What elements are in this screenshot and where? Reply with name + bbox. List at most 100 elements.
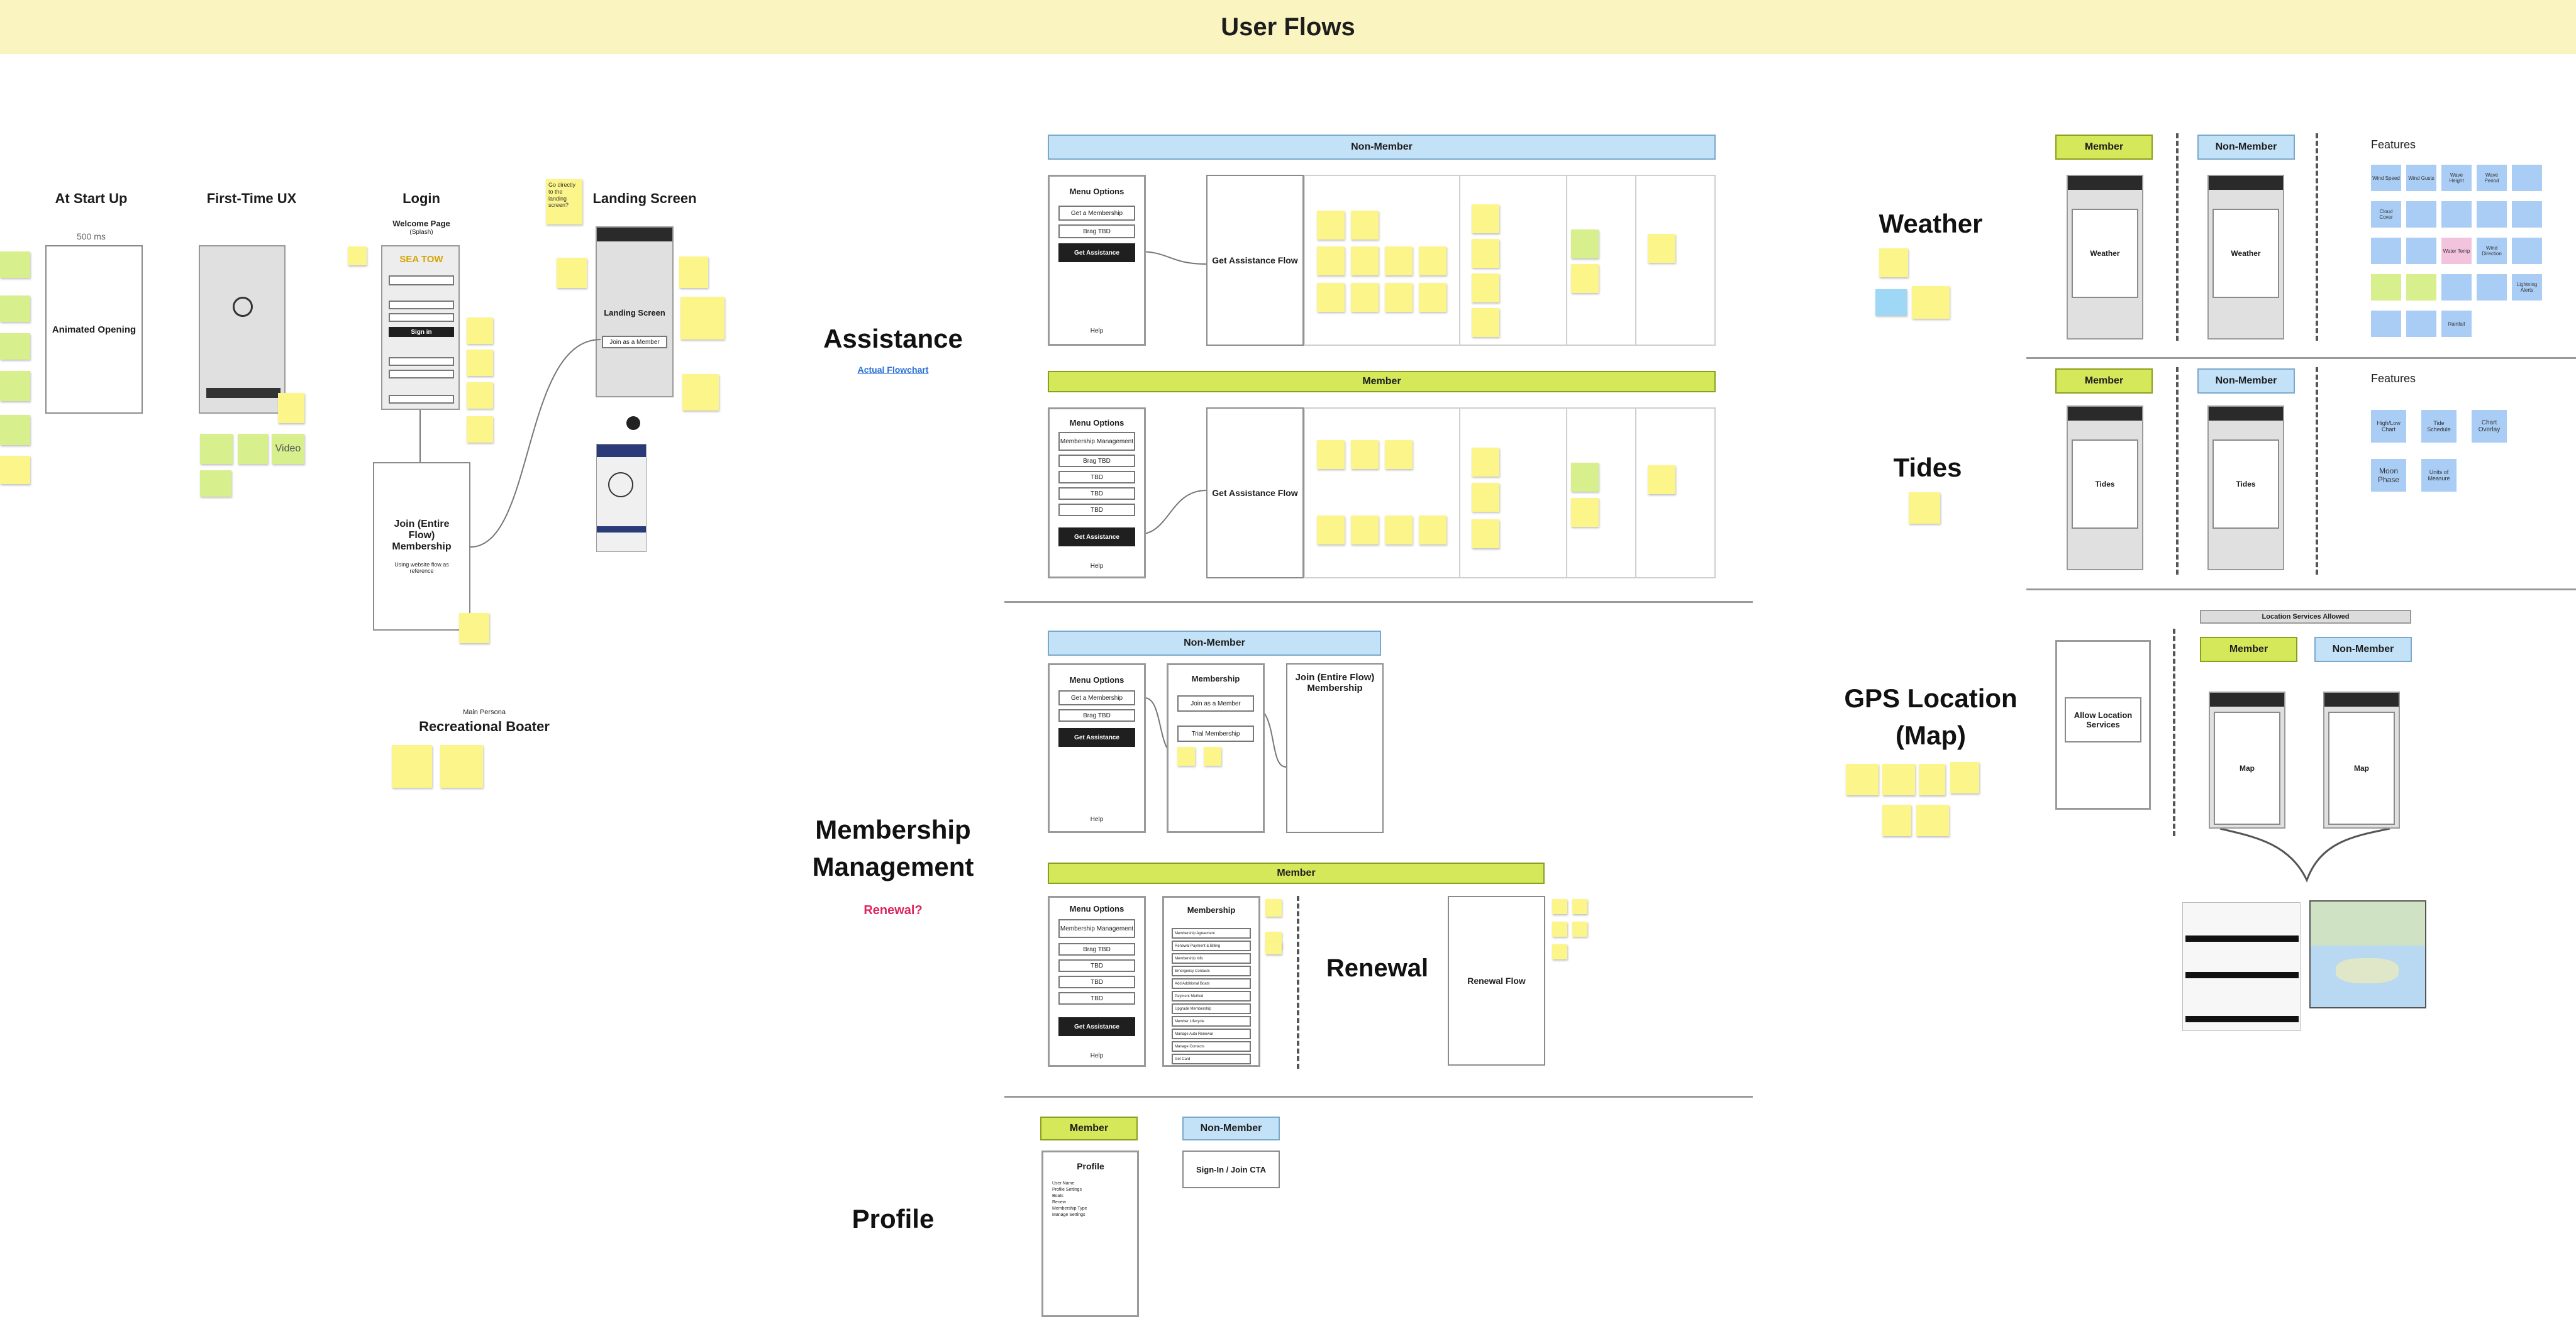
login-field[interactable] [389,275,454,285]
sticky-note [1265,899,1282,917]
membership-management-button[interactable]: Membership Management [1058,919,1135,938]
section-divider [1004,601,1753,603]
membership-member-header: Member [1048,863,1545,884]
trial-membership-button[interactable]: Trial Membership [1177,726,1254,742]
join-membership-box[interactable]: Join (Entire Flow) Membership Using webs… [373,462,470,631]
assistance-menu-member[interactable]: Menu Options Membership Management Brag … [1048,407,1146,578]
gps-title-line2: (Map) [1896,720,1966,750]
weather-nonmember-screen[interactable]: Weather [2207,175,2284,339]
feature-note: Cloud Cover [2371,201,2401,228]
help-link[interactable]: Help [1090,328,1104,334]
get-membership-button[interactable]: Get a Membership [1058,690,1135,705]
sign-in-join-cta[interactable]: Sign-In / Join CTA [1182,1151,1280,1188]
profile-list-item[interactable]: Membership Type [1052,1206,1087,1211]
membership-list-item[interactable]: Manage Auto Renewal [1172,1029,1251,1039]
renewal-flow-box[interactable]: Renewal Flow [1448,896,1545,1066]
allow-location-services[interactable]: Allow Location Services [2065,697,2141,742]
membership-list-item[interactable]: Add Additional Boats [1172,978,1251,989]
help-link[interactable]: Help [1090,816,1104,823]
tbd-button[interactable]: TBD [1058,992,1135,1005]
profile-list-item[interactable]: Boats [1052,1194,1063,1198]
map-member-screen[interactable]: Map [2209,692,2285,829]
sticky-note [200,434,233,464]
profile-list-item[interactable]: Profile Settings [1052,1188,1082,1192]
profile-list-item[interactable]: Renew [1052,1200,1066,1205]
get-assistance-button[interactable]: Get Assistance [1058,1017,1135,1036]
tbd-button[interactable]: TBD [1058,487,1135,500]
profile-list-item[interactable]: User Name [1052,1181,1075,1186]
join-membership-sub: Using website flow as reference [394,561,449,574]
landing-reference-screenshot [596,444,647,552]
table-divider [1635,176,1636,345]
sticky-note [238,434,268,464]
sign-in-button[interactable]: Sign in [389,327,454,337]
membership-menu-member[interactable]: Menu Options Membership Management Brag … [1048,896,1146,1067]
membership-list-item[interactable]: Member Lifecycle [1172,1016,1251,1027]
buy-tbd-button[interactable]: Brag TBD [1058,224,1135,238]
membership-list-item[interactable]: Membership Info [1172,953,1251,964]
sticky-note [1472,204,1499,233]
weather-member-screen[interactable]: Weather [2067,175,2143,339]
membership-list-item[interactable]: Upgrade Membership [1172,1003,1251,1014]
membership-nonmember-screen[interactable]: Membership Join as a Member Trial Member… [1167,663,1265,833]
membership-list-item[interactable]: Payment Method [1172,991,1251,1002]
at-start-up-duration: 500 ms [77,231,106,241]
join-entire-flow-box[interactable]: Join (Entire Flow) Membership [1286,663,1384,833]
profile-list-item[interactable]: Manage Settings [1052,1213,1085,1217]
get-assistance-button[interactable]: Get Assistance [1058,527,1135,546]
seatow-logo: SEA TOW [399,254,443,265]
features-label: Features [2371,138,2416,151]
tbd-button[interactable]: TBD [1058,976,1135,988]
feature-note [2512,238,2542,264]
table-divider [1635,409,1636,577]
login-field[interactable] [389,313,454,322]
get-assistance-button[interactable]: Get Assistance [1058,728,1135,747]
join-as-member-button[interactable]: Join as a Member [1177,695,1254,712]
membership-management-button[interactable]: Membership Management [1058,432,1135,451]
membership-menu-nonmember[interactable]: Menu Options Get a Membership Brag TBD G… [1048,663,1146,833]
location-allowed-header: Location Services Allowed [2200,610,2411,624]
join-as-member-button[interactable]: Join as a Member [602,336,667,348]
tbd-button[interactable]: TBD [1058,959,1135,972]
feature-note [2406,274,2436,301]
get-membership-button[interactable]: Get a Membership [1058,206,1135,221]
help-link[interactable]: Help [1090,1052,1104,1059]
buy-tbd-button[interactable]: Brag TBD [1058,709,1135,722]
feature-note: Wave Height [2441,165,2472,191]
get-assistance-flow-box[interactable]: Get Assistance Flow [1206,175,1304,346]
allow-location-screen[interactable]: Allow Location Services [2055,640,2151,810]
feature-note: Chart Overlay [2472,410,2507,443]
membership-list-item[interactable]: Manage Contacts [1172,1041,1251,1052]
tides-nonmember-screen[interactable]: Tides [2207,406,2284,570]
first-time-screen[interactable] [199,245,286,414]
buy-tbd-button[interactable]: Brag TBD [1058,943,1135,956]
tbd-button[interactable]: TBD [1058,504,1135,516]
login-field[interactable] [389,301,454,309]
help-link[interactable]: Help [1090,563,1104,570]
section-divider [1004,1096,1753,1098]
buy-tbd-button[interactable]: Brag TBD [1058,455,1135,467]
tbd-button[interactable]: TBD [1058,471,1135,483]
table-divider [1459,176,1460,345]
get-assistance-flow-box[interactable]: Get Assistance Flow [1206,407,1304,578]
membership-list-item[interactable]: Membership Agreement [1172,928,1251,939]
sticky-note [1875,289,1907,316]
tides-member-screen[interactable]: Tides [2067,406,2143,570]
membership-list-item[interactable]: Get Card [1172,1054,1251,1064]
login-option[interactable] [389,357,454,366]
login-option[interactable] [389,370,454,378]
login-option[interactable] [389,395,454,404]
actual-flowchart-link[interactable]: Actual Flowchart [857,365,929,375]
animated-opening-box[interactable]: Animated Opening [45,245,143,414]
membership-list-item[interactable]: Renewal Payment & Billing [1172,941,1251,951]
get-assistance-button[interactable]: Get Assistance [1058,243,1135,262]
membership-list-item[interactable]: Emergency Contacts [1172,966,1251,976]
assistance-menu-nonmember[interactable]: Menu Options Get a Membership Brag TBD G… [1048,175,1146,346]
landing-screen[interactable]: Landing Screen Join as a Member [596,226,674,397]
login-screen[interactable]: SEA TOW Sign in [381,245,460,410]
sticky-note [1472,519,1499,548]
map-nonmember-screen[interactable]: Map [2323,692,2400,829]
sticky-note [680,297,724,339]
